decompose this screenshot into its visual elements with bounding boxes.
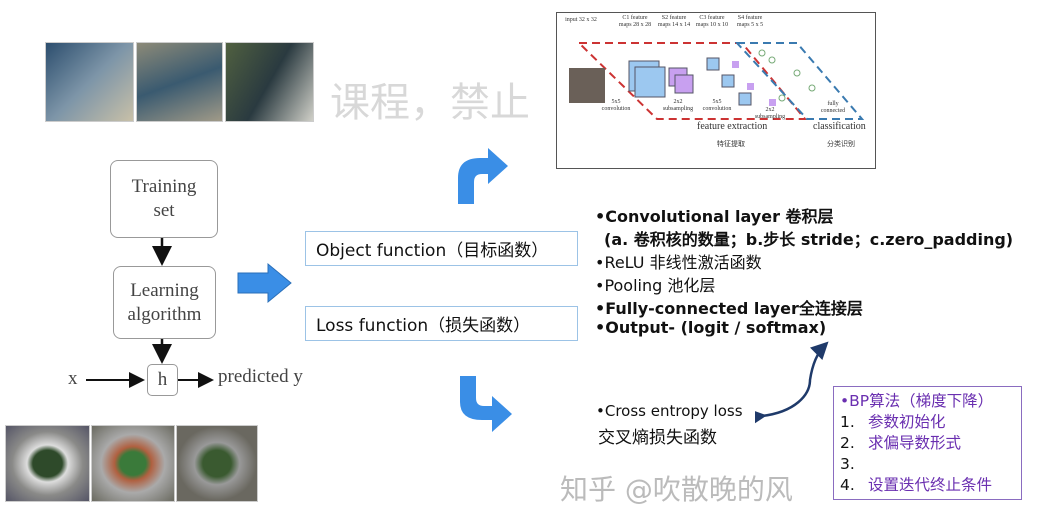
stadium-photo-1 xyxy=(5,425,90,502)
cnn-drawing xyxy=(569,42,865,120)
bp-step-number: 2. xyxy=(840,434,855,452)
cnn-classification-label: classification xyxy=(813,121,866,132)
bp-step-2: 2. 求偏导数形式 xyxy=(840,433,1015,454)
harbor-photo-3 xyxy=(225,42,314,122)
loss-function-label: Loss function（损失函数） xyxy=(316,316,531,336)
right-arrow-icon xyxy=(237,262,292,304)
curved-down-arrow-icon xyxy=(460,376,512,432)
bp-step-number: 4. xyxy=(840,476,855,494)
predicted-y-label: predicted y xyxy=(218,366,303,387)
bullet-convolutional: •Convolutional layer 卷积层 xyxy=(595,207,834,226)
stadium-photo-3 xyxy=(176,425,258,502)
bp-step-number: 3. xyxy=(840,455,855,473)
cnn-sub2-label: 2x2 subsampling xyxy=(754,107,786,120)
left-diagram-arrows xyxy=(86,238,214,388)
bp-step-3: 3. xyxy=(840,454,1015,475)
cnn-class-cn-label: 分类识别 xyxy=(827,140,855,148)
harbor-photo-1 xyxy=(45,42,134,122)
bullet-output: •Output- (logit / softmax) xyxy=(595,318,827,337)
stadium-photo-2 xyxy=(91,425,175,502)
bullet-relu: •ReLU 非线性激活函数 xyxy=(595,253,762,272)
cnn-fc-label: fully connected xyxy=(820,101,846,114)
harbor-photo-2 xyxy=(136,42,223,122)
object-function-label: Object function（目标函数） xyxy=(316,241,549,261)
bp-step-1: 1. 参数初始化 xyxy=(840,412,1015,433)
bullet-fully-connected: •Fully-connected layer全连接层 xyxy=(595,299,863,318)
cnn-feature-extraction-label: feature extraction xyxy=(697,121,768,132)
curved-up-arrow-icon xyxy=(458,148,508,204)
course-watermark: 课程，禁止 xyxy=(330,80,530,126)
cnn-s2-label: S2 feature maps 14 x 14 xyxy=(657,15,691,28)
zhihu-watermark: 知乎 @吹散晚的风 xyxy=(560,473,793,506)
bp-step-4: 4. 设置迭代终止条件 xyxy=(840,475,1015,496)
hypothesis-label: h xyxy=(157,369,168,390)
training-set-label: Training set xyxy=(131,176,197,221)
cnn-feature-cn-label: 特征提取 xyxy=(717,140,745,148)
loss-function-box: Loss function（损失函数） xyxy=(305,306,578,341)
cnn-conv2-label: 5x5 convolution xyxy=(702,99,732,112)
bp-step-text: 求偏导数形式 xyxy=(868,434,962,452)
bullet-conv-params: (a. 卷积核的数量；b.步长 stride；c.zero_padding) xyxy=(604,230,1014,249)
bp-step-text: 参数初始化 xyxy=(868,413,946,431)
cross-entropy-cn: 交叉熵损失函数 xyxy=(598,428,717,448)
bp-step-number: 1. xyxy=(840,413,855,431)
training-set-box: Training set xyxy=(110,160,218,238)
hypothesis-box: h xyxy=(147,364,178,396)
bp-title: •BP算法（梯度下降） xyxy=(840,392,994,410)
cnn-sub1-label: 2x2 subsampling xyxy=(662,99,694,112)
object-function-box: Object function（目标函数） xyxy=(305,231,578,266)
feedback-arrow-icon xyxy=(755,341,829,425)
cnn-c1-label: C1 feature maps 28 x 28 xyxy=(618,15,652,28)
cross-entropy-loss: •Cross entropy loss xyxy=(596,402,743,420)
bp-step-text: 设置迭代终止条件 xyxy=(868,476,993,494)
bp-algorithm-box: •BP算法（梯度下降） 1. 参数初始化 2. 求偏导数形式 3. 4. 设置迭代终止… xyxy=(833,386,1022,500)
input-x-label: x xyxy=(68,368,78,389)
learning-algorithm-box: Learning algorithm xyxy=(113,266,216,339)
cnn-input-label: input 32 x 32 xyxy=(565,17,597,23)
cnn-architecture-figure: input 32 x 32 C1 feature maps 28 x 28 S2… xyxy=(556,12,876,169)
learning-algorithm-label: Learning algorithm xyxy=(127,279,202,325)
cnn-s4-label: S4 feature maps 5 x 5 xyxy=(736,15,764,28)
cnn-c3-label: C3 feature maps 10 x 10 xyxy=(695,15,729,28)
bullet-pooling: •Pooling 池化层 xyxy=(595,276,716,295)
cnn-conv1-label: 5x5 convolution xyxy=(601,99,631,112)
